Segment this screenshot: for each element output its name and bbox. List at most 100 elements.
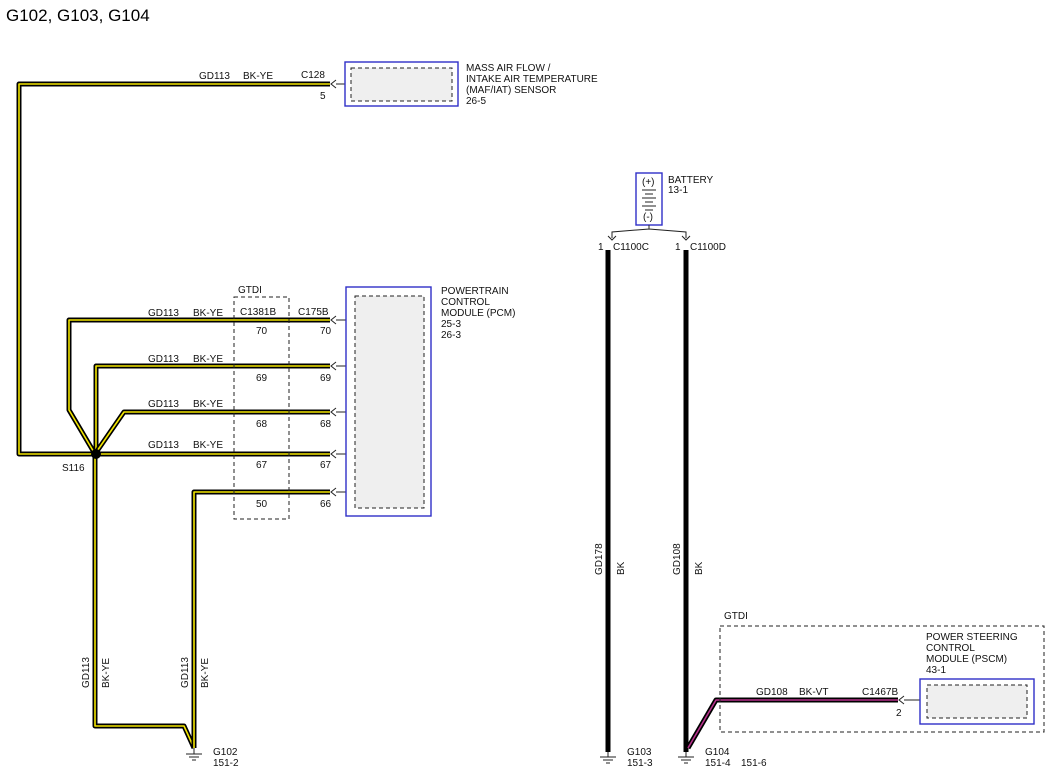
battery-right-pin: 1 [675, 242, 681, 253]
svg-text:66: 66 [320, 499, 332, 510]
pcm-connector-label: C175B [298, 307, 329, 318]
pscm-pin-arrow [898, 695, 920, 705]
g103-name: G103 [627, 747, 652, 758]
svg-text:GD108: GD108 [672, 543, 683, 575]
pcm-pin-66-arrow [330, 487, 337, 497]
battery-left-connector: C1100C [613, 242, 649, 253]
svg-text:67: 67 [320, 460, 332, 471]
pcm-module-inner [354, 295, 425, 509]
battery-box[interactable] [635, 172, 663, 226]
splice-label: S116 [62, 463, 85, 474]
pcm-label-2: CONTROL [441, 297, 490, 308]
left-vertical-label-1: GD113 BK-YE [81, 657, 112, 688]
battery-cells-icon [642, 189, 656, 211]
battery-left-pin: 1 [598, 242, 604, 253]
pcm-label-3: MODULE (PCM) [441, 308, 515, 319]
gtdi-inline-box [233, 296, 290, 520]
gtdi-label-left: GTDI [238, 285, 262, 296]
svg-text:GD113: GD113 [148, 440, 179, 451]
wire-splice-to-g102[interactable] [92, 454, 197, 750]
svg-text:GD113: GD113 [148, 354, 179, 365]
battery-fork-arrows [607, 235, 691, 241]
maf-label-4: 26-5 [466, 96, 486, 107]
svg-text:69: 69 [320, 373, 332, 384]
svg-text:GD113: GD113 [148, 399, 179, 410]
pscm-color: BK-VT [799, 687, 828, 698]
inline-connector-label: C1381B [240, 307, 276, 318]
pscm-pin: 2 [896, 708, 902, 719]
ground-g102-icon [186, 748, 202, 761]
pcm-row-70: GD113 BK-YE 70 70 [148, 308, 332, 337]
battery-plus: (+) [642, 177, 655, 188]
maf-pin: 5 [320, 91, 326, 102]
pcm-row-66: 50 66 [256, 499, 332, 510]
svg-text:BK: BK [616, 561, 627, 575]
battery-label-1: BATTERY [668, 175, 714, 186]
pscm-label-4: 43-1 [926, 665, 946, 676]
pcm-row-68: GD113 BK-YE 68 68 [148, 399, 332, 430]
left-vertical-label-2: GD113 BK-YE [180, 657, 211, 688]
svg-text:BK-YE: BK-YE [200, 658, 211, 688]
maf-label-3: (MAF/IAT) SENSOR [466, 85, 556, 96]
maf-color: BK-YE [243, 71, 273, 82]
wire-pcm-70[interactable] [66, 317, 330, 456]
battery-minus: (-) [643, 212, 653, 223]
pscm-gtdi-label: GTDI [724, 611, 748, 622]
g104-ref2: 151-6 [741, 758, 767, 769]
svg-text:68: 68 [320, 419, 332, 430]
pcm-pin-69-arrow [330, 361, 337, 371]
svg-text:BK-YE: BK-YE [101, 658, 112, 688]
wire-pcm-69[interactable] [93, 363, 330, 454]
svg-text:BK-YE: BK-YE [193, 440, 223, 451]
svg-text:70: 70 [320, 326, 332, 337]
maf-label-1: MASS AIR FLOW / [466, 63, 551, 74]
pcm-row-67: GD113 BK-YE 67 67 [148, 440, 332, 471]
g102-name: G102 [213, 747, 238, 758]
maf-circuit: GD113 [199, 71, 230, 82]
svg-text:67: 67 [256, 460, 268, 471]
svg-text:GD113: GD113 [148, 308, 179, 319]
maf-pin-arrow [330, 79, 337, 89]
wire-pcm-66-to-g102[interactable] [191, 489, 330, 748]
g103-ref: 151-3 [627, 758, 653, 769]
svg-text:68: 68 [256, 419, 268, 430]
svg-text:69: 69 [256, 373, 268, 384]
wire-pcm-68[interactable] [92, 409, 330, 456]
battery-right-connector: C1100D [690, 242, 726, 253]
gd178-vertical-label: GD178 BK [594, 543, 627, 575]
wire-pscm[interactable] [685, 697, 898, 750]
svg-text:GD178: GD178 [594, 543, 605, 575]
ground-g104-icon [678, 752, 694, 764]
pcm-label-5: 26-3 [441, 330, 461, 341]
g104-ref: 151-4 [705, 758, 731, 769]
g104-name: G104 [705, 747, 730, 758]
wire-maf-to-splice[interactable] [16, 81, 330, 457]
pcm-pin-70-arrow [330, 315, 337, 325]
maf-sensor-inner [350, 67, 453, 102]
gd108-vertical-label: GD108 BK [672, 543, 705, 575]
svg-text:BK-YE: BK-YE [193, 399, 223, 410]
pcm-label-4: 25-3 [441, 319, 461, 330]
g102-ref: 151-2 [213, 758, 239, 769]
svg-text:50: 50 [256, 499, 268, 510]
pscm-label-3: MODULE (PSCM) [926, 654, 1007, 665]
pcm-row-69: GD113 BK-YE 69 69 [148, 354, 332, 384]
svg-text:GD113: GD113 [81, 657, 92, 688]
ground-g103-icon [600, 752, 616, 764]
svg-text:GD113: GD113 [180, 657, 191, 688]
pcm-label-1: POWERTRAIN [441, 286, 509, 297]
pscm-circuit: GD108 [756, 687, 788, 698]
battery-fork [611, 225, 687, 238]
svg-text:BK-YE: BK-YE [193, 308, 223, 319]
splice-dot[interactable] [91, 449, 101, 459]
svg-text:70: 70 [256, 326, 268, 337]
pcm-pin-67-arrow [330, 449, 337, 459]
battery-label-2: 13-1 [668, 185, 688, 196]
pscm-label-1: POWER STEERING [926, 632, 1018, 643]
pscm-module-inner [926, 684, 1028, 719]
page-title: G102, G103, G104 [6, 6, 150, 25]
maf-label-2: INTAKE AIR TEMPERATURE [466, 74, 598, 85]
svg-text:BK-YE: BK-YE [193, 354, 223, 365]
maf-connector: C128 [301, 70, 325, 81]
